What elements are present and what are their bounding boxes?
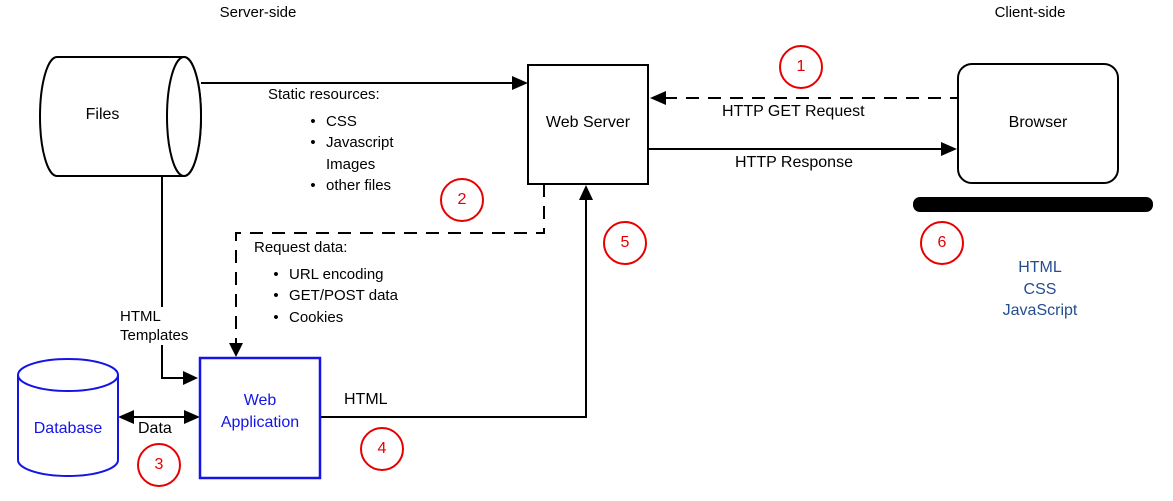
edge-request-data bbox=[229, 184, 545, 357]
list-item: • CSS bbox=[308, 111, 394, 133]
edge-static-resources-arrow bbox=[201, 76, 528, 90]
database-cylinder-shape bbox=[17, 358, 119, 477]
bullet-icon: • bbox=[310, 177, 316, 194]
static-resources-list: Static resources: • CSS • Javascript Ima… bbox=[268, 84, 394, 197]
web-server-box bbox=[527, 64, 649, 185]
step-circle-4: 4 bbox=[360, 427, 404, 471]
step-circle-2: 2 bbox=[440, 178, 484, 222]
web-application-label: Web Application bbox=[220, 392, 300, 431]
http-get-request-label: HTTP GET Request bbox=[722, 103, 865, 120]
client-side-title: Client-side bbox=[994, 4, 1066, 21]
list-item: Images bbox=[308, 154, 394, 176]
edge-html-return bbox=[320, 185, 593, 418]
list-item: • GET/POST data bbox=[271, 285, 398, 307]
request-data-heading: Request data: bbox=[254, 239, 348, 256]
laptop-base-bar bbox=[913, 197, 1153, 212]
web-application-box bbox=[198, 356, 322, 480]
bullet-icon: • bbox=[310, 134, 316, 151]
list-item: • Cookies bbox=[271, 307, 398, 329]
server-side-title: Server-side bbox=[219, 4, 297, 21]
browser-box bbox=[957, 63, 1119, 184]
bullet-icon: • bbox=[273, 308, 279, 326]
request-data-list: Request data: • URL encoding • GET/POST … bbox=[254, 237, 398, 328]
bullet-icon: • bbox=[273, 287, 279, 304]
step-circle-5: 5 bbox=[603, 221, 647, 265]
edge-http-response bbox=[648, 142, 957, 156]
web-server-label: Web Server bbox=[545, 114, 631, 131]
step-circle-1: 1 bbox=[779, 45, 823, 89]
data-edge-label: Data bbox=[136, 420, 174, 438]
step-circle-3: 3 bbox=[137, 443, 181, 487]
list-item: • URL encoding bbox=[271, 264, 398, 286]
html-templates-label: HTML Templates bbox=[118, 307, 191, 345]
static-resources-heading: Static resources: bbox=[268, 86, 380, 103]
bullet-icon: • bbox=[310, 112, 316, 130]
browser-label: Browser bbox=[1008, 114, 1068, 131]
browser-stack-label: HTML CSS JavaScript bbox=[1002, 259, 1078, 319]
html-edge-label: HTML bbox=[344, 391, 388, 408]
database-label: Database bbox=[33, 420, 103, 437]
files-label: Files bbox=[85, 106, 120, 123]
edge-data-double-arrow bbox=[118, 410, 200, 424]
edge-http-get-request bbox=[650, 91, 958, 105]
step-circle-6: 6 bbox=[920, 221, 964, 265]
bullet-icon: • bbox=[273, 265, 279, 283]
edge-html-templates bbox=[161, 177, 198, 385]
http-response-label: HTTP Response bbox=[735, 154, 853, 171]
list-item: • Javascript bbox=[308, 132, 393, 154]
files-cylinder-shape bbox=[39, 56, 202, 177]
list-item: • other files bbox=[308, 175, 394, 197]
bullet-icon bbox=[308, 154, 318, 176]
